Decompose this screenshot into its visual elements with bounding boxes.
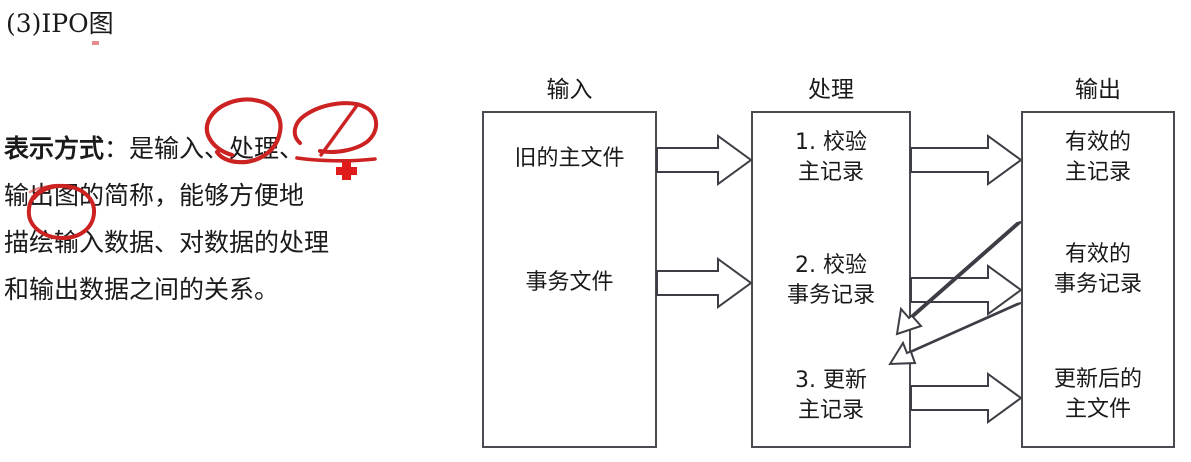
output-item-2-line-1: 有效的 — [1064, 242, 1131, 267]
process-item-2-line-2: 事务记录 — [786, 283, 875, 308]
input-item-1-line-1: 旧的主文件 — [514, 146, 625, 171]
column-label-process: 处理 — [808, 77, 854, 103]
output-item-3-line-1: 更新后的 — [1053, 367, 1142, 392]
process-item-3-line-2: 主记录 — [797, 398, 864, 423]
underline-chuli-ink — [295, 156, 377, 163]
circle-shuchu-ink-inner — [28, 184, 72, 194]
output-item-1-line-2: 主记录 — [1064, 160, 1131, 185]
output-item-3-line-2: 主文件 — [1064, 397, 1131, 422]
paragraph-line-4: 和输出数据之间的关系。 — [4, 266, 444, 313]
arrow-process-to-output-2 — [910, 264, 1023, 316]
arrow-output-feedback-1 — [895, 221, 1022, 336]
dot-ipo-ink — [92, 41, 99, 45]
ipo-diagram: 输入 处理 输出 旧的主文件 事务文件 1. 校验 主记录 2. 校验 事务记录… — [460, 0, 1191, 462]
output-item-1: 有效的 主记录 — [1021, 128, 1175, 188]
arrow-input-to-process-2 — [656, 257, 753, 309]
process-item-1-line-2: 主记录 — [797, 160, 864, 185]
slash-chuli-ink — [319, 102, 360, 157]
process-item-3: 3. 更新 主记录 — [751, 366, 911, 426]
arrow-process-to-output-3 — [910, 372, 1023, 424]
arrow-input-to-process-1 — [656, 134, 753, 186]
output-item-3: 更新后的 主文件 — [1021, 365, 1175, 425]
input-item-2-line-1: 事务文件 — [525, 270, 614, 295]
arrow-process-to-output-1 — [910, 134, 1023, 186]
body-paragraph: 表示方式：是输入、处理、 输出图的简称，能够方便地 描绘输入数据、对数据的处理 … — [4, 125, 444, 313]
circle-chuli-ink — [292, 101, 379, 154]
process-box — [751, 111, 911, 448]
output-item-2: 有效的 事务记录 — [1021, 240, 1175, 300]
output-item-1-line-1: 有效的 — [1064, 130, 1131, 155]
process-item-1-line-1: 1. 校验 — [795, 130, 867, 155]
paragraph-line-4-rest: 和输出数据之间的关系。 — [4, 275, 280, 304]
process-item-1: 1. 校验 主记录 — [751, 128, 911, 188]
paragraph-line-3: 描绘输入数据、对数据的处理 — [4, 219, 444, 266]
input-item-1: 旧的主文件 — [482, 144, 657, 174]
red-square-dot-ink — [336, 162, 357, 180]
column-label-input: 输入 — [546, 77, 593, 103]
input-item-2: 事务文件 — [482, 268, 657, 298]
output-box — [1021, 111, 1175, 448]
column-label-output: 输出 — [1075, 77, 1121, 103]
red-ink-annotations — [26, 41, 379, 241]
process-item-2: 2. 校验 事务记录 — [751, 251, 911, 311]
process-item-3-line-1: 3. 更新 — [795, 368, 867, 393]
paragraph-line-3-rest: 描绘输入数据、对数据的处理 — [4, 228, 330, 257]
arrow-output-feedback-2 — [888, 302, 1022, 366]
process-item-2-line-1: 2. 校验 — [795, 253, 867, 278]
page-title: (3)IPO图 — [6, 9, 114, 38]
output-item-2-line-2: 事务记录 — [1053, 272, 1142, 297]
circle-shuchu-ink — [26, 183, 97, 241]
paragraph-line-1-bold: 表示方式 — [4, 134, 105, 163]
circle-shuru-ink — [204, 97, 283, 165]
flow-arrows — [656, 134, 1023, 424]
